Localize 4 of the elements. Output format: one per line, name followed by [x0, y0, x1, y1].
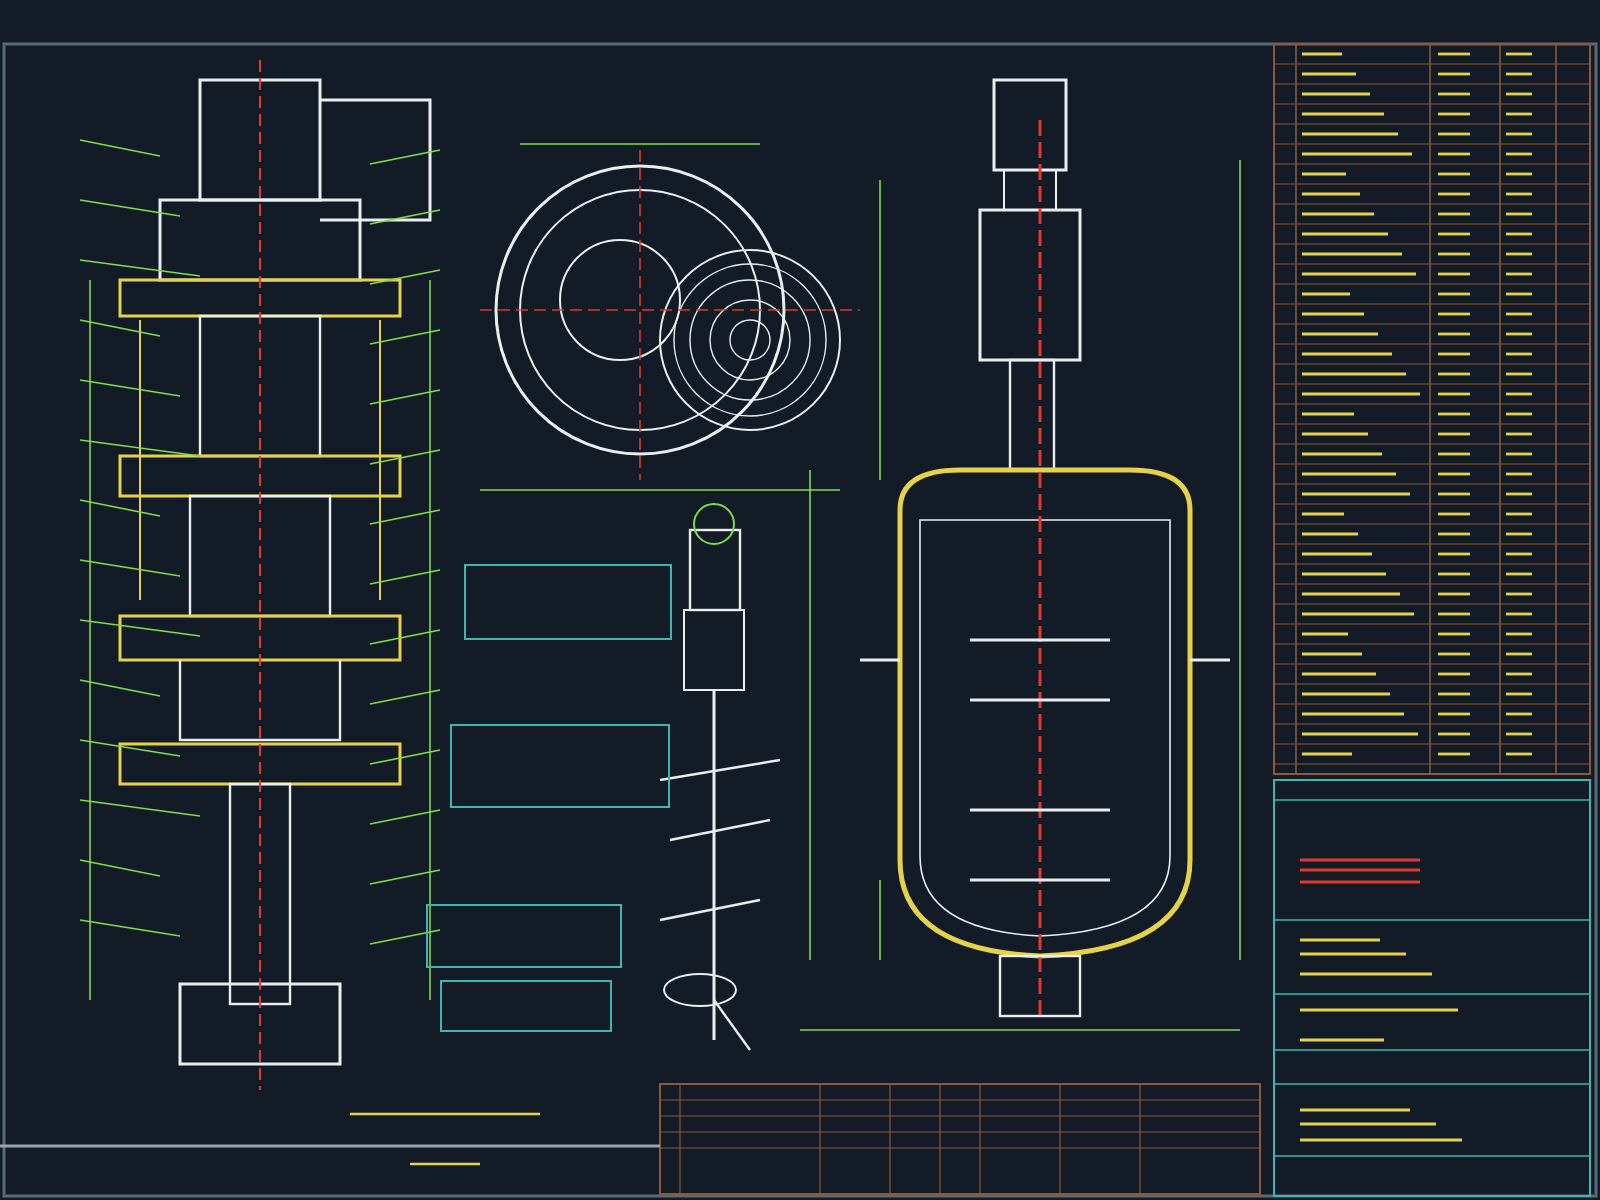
- note-panel: [426, 904, 622, 968]
- note-panel: [440, 980, 612, 1032]
- note-panel: [464, 564, 672, 640]
- note-panel: [450, 724, 670, 808]
